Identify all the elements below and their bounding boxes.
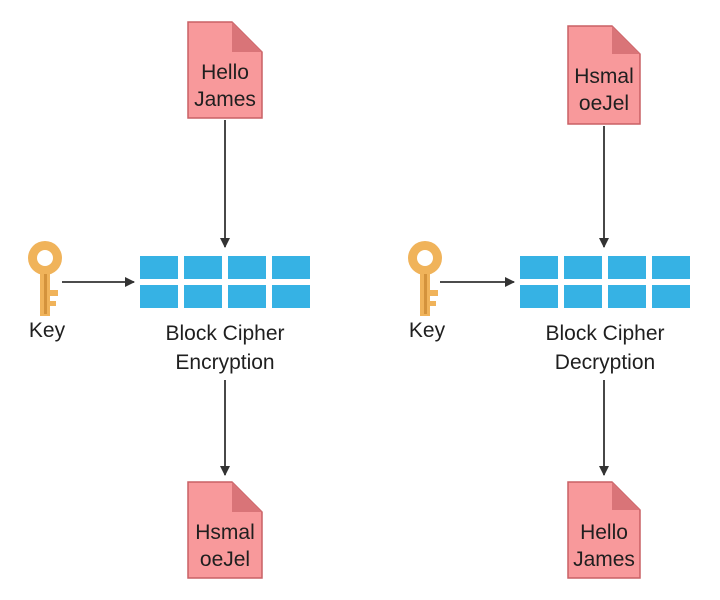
cipher-block (520, 256, 558, 279)
cipher-block (228, 285, 266, 308)
cipher-block (652, 256, 690, 279)
output-doc-line-2: oeJel (200, 548, 250, 571)
cipher-block (184, 285, 222, 308)
cipher-block (272, 285, 310, 308)
key-icon (408, 241, 442, 316)
cipher-block (140, 256, 178, 279)
input-doc-line-1: Hello (201, 61, 249, 84)
output-doc-line-2: James (573, 548, 635, 571)
cipher-block (228, 256, 266, 279)
ciphertext-document-icon: Hsmal oeJel (187, 481, 263, 579)
output-doc-line-1: Hello (580, 521, 628, 544)
cipher-block (140, 285, 178, 308)
cipher-label-line-2: Decryption (555, 351, 655, 374)
cipher-block (564, 256, 602, 279)
plaintext-document-icon: Hello James (187, 21, 263, 119)
key-icon (28, 241, 62, 316)
decryption-panel: Hsmal oeJel Key Block Cipher Decryp (408, 25, 690, 579)
output-doc-line-1: Hsmal (195, 521, 255, 544)
cipher-block (564, 285, 602, 308)
input-doc-line-1: Hsmal (574, 65, 634, 88)
cipher-block (652, 285, 690, 308)
block-cipher-grid (520, 256, 690, 308)
plaintext-document-icon: Hello James (567, 481, 641, 579)
cipher-block (272, 256, 310, 279)
cipher-block (520, 285, 558, 308)
ciphertext-document-icon: Hsmal oeJel (567, 25, 641, 125)
input-doc-line-2: James (194, 88, 256, 111)
cipher-label-line-1: Block Cipher (545, 322, 664, 345)
block-cipher-grid (140, 256, 310, 308)
encryption-panel: Hello James Key Block Cipher (28, 21, 310, 579)
cipher-label-line-1: Block Cipher (165, 322, 284, 345)
cipher-block (184, 256, 222, 279)
key-label: Key (409, 319, 446, 342)
cipher-block (608, 256, 646, 279)
cipher-block (608, 285, 646, 308)
input-doc-line-2: oeJel (579, 92, 629, 115)
cipher-label-line-2: Encryption (175, 351, 274, 374)
key-label: Key (29, 319, 66, 342)
